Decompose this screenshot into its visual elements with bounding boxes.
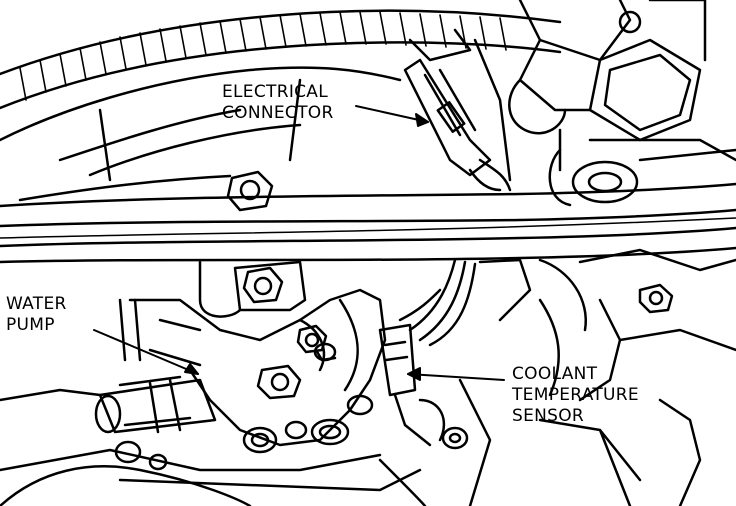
label-line: SENSOR: [512, 406, 585, 426]
water-pump-leader-line: [93, 329, 199, 375]
engine-beam: [0, 182, 736, 264]
coolant-sensor-assembly: [378, 258, 477, 450]
sensor-leader-line: [407, 373, 505, 381]
connector-arrowhead: [415, 113, 429, 127]
label-line: CONNECTOR: [222, 103, 334, 123]
pump-bolts: [114, 324, 374, 471]
water-pump-outlet: [94, 375, 217, 434]
callout-arrows: [93, 105, 505, 381]
label-line: ELECTRICAL: [222, 82, 329, 102]
label-line: WATER: [6, 294, 67, 314]
upper-right-components: [508, 0, 736, 207]
lower-components: [0, 388, 427, 506]
water-pump-arrowhead: [184, 363, 199, 375]
lower-bracket: [198, 260, 307, 318]
wiring-harness: [0, 9, 562, 110]
engine-cover: [0, 66, 402, 202]
electrical-connector: [403, 28, 512, 192]
water-pump-label: WATER PUMP: [6, 294, 67, 336]
label-line: PUMP: [6, 315, 55, 335]
upper-bolt: [226, 170, 274, 212]
label-line: TEMPERATURE: [512, 385, 639, 405]
electrical-connector-label: ELECTRICAL CONNECTOR: [222, 82, 334, 124]
coolant-temperature-sensor-label: COOLANT TEMPERATURE SENSOR: [512, 364, 639, 427]
right-engine-block: [458, 248, 736, 506]
label-line: COOLANT: [512, 364, 598, 384]
sensor-arrowhead: [407, 367, 421, 381]
